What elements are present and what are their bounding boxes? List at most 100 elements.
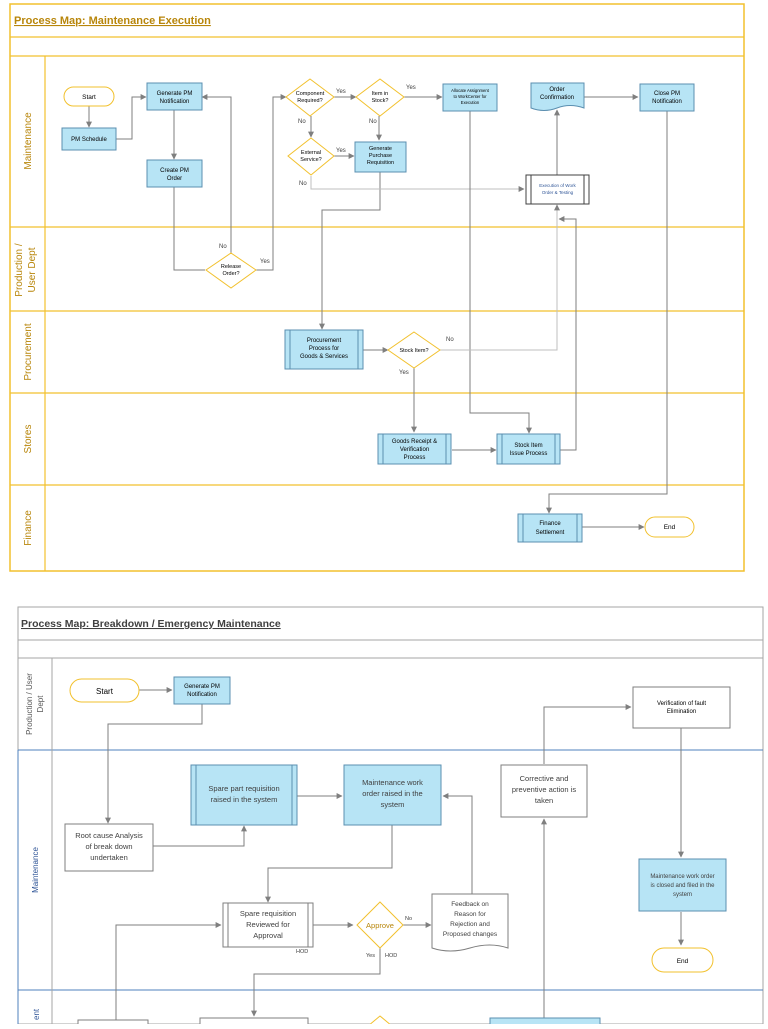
spare-review-l2: Reviewed for xyxy=(246,920,290,929)
item-in-stock-l1: Item in xyxy=(372,91,389,97)
external-service-decision xyxy=(287,137,335,176)
lane-procurement: Procurement xyxy=(23,323,34,380)
feedback-document xyxy=(431,893,509,952)
generate-pm-notification-l2: Notification xyxy=(160,99,190,105)
spare-review-l3: Approval xyxy=(253,931,283,940)
close-pm-notification-l1: Close PM xyxy=(654,91,680,97)
order-confirmation-l2: Confirmation xyxy=(540,95,574,101)
finance-settlement-l1: Finance xyxy=(539,521,561,527)
goods-receipt-l3: Process xyxy=(404,455,426,461)
execution-work-order-box xyxy=(525,174,590,205)
allocate-assignment-l3: Execution xyxy=(461,100,480,105)
label2-no: No xyxy=(405,916,412,922)
verification-fault-l2: Elimination xyxy=(667,709,696,715)
generate-pm-notification-l1: Generate PM xyxy=(157,91,193,97)
work-order-l2: order raised in the xyxy=(362,789,422,798)
label-no-external: No xyxy=(299,181,307,187)
procurement-process-l1: Procurement xyxy=(307,338,342,344)
component-required-l1: Component xyxy=(296,91,325,97)
label-no-stockitem: No xyxy=(446,337,454,343)
lane2-production-2: Dept xyxy=(36,695,45,713)
feedback-l4: Proposed changes xyxy=(443,931,498,938)
end2-label: End xyxy=(677,958,689,965)
verification-fault-l1: Verification of fault xyxy=(657,701,706,707)
close-pm-notification-l2: Notification xyxy=(652,99,682,105)
partial-box-mid xyxy=(199,1017,309,1029)
label-yes-release: Yes xyxy=(260,259,270,265)
label-no-stock: No xyxy=(369,119,377,125)
spare-review-box xyxy=(222,902,314,948)
close-pm-notification-box xyxy=(639,83,695,112)
stock-item-decision xyxy=(387,331,441,369)
generate-pm-notification2-box xyxy=(173,676,231,705)
maintenance-work-order-box xyxy=(343,764,442,826)
label2-hod-approve: HOD xyxy=(385,953,397,959)
create-pm-order-box xyxy=(146,159,203,188)
feedback-l3: Rejection and xyxy=(450,921,490,928)
allocate-assignment-box xyxy=(442,83,498,112)
label-yes-external: Yes xyxy=(336,148,346,154)
corrective-action-box xyxy=(500,764,588,818)
generate-pm2-l1: Generate PM xyxy=(184,684,220,690)
release-order-l1: Release xyxy=(221,264,241,270)
corrective-l2: preventive action is xyxy=(512,785,576,794)
lane2-maintenance: Maintenance xyxy=(31,847,40,893)
execution-work-order-l2: Order & Testing xyxy=(542,190,574,195)
start-terminator xyxy=(63,86,115,107)
procurement-process-box xyxy=(284,329,364,370)
goods-receipt-l1: Goods Receipt & xyxy=(392,439,437,445)
release-order-decision xyxy=(205,252,257,289)
lane-production-2: User Dept xyxy=(27,247,38,292)
stock-item-issue-box xyxy=(496,433,561,465)
end-label: End xyxy=(664,524,676,531)
stock-item-issue-l1: Stock Item xyxy=(514,443,542,449)
order-confirmation-document xyxy=(530,82,585,111)
stock-item-q-label: Stock Item? xyxy=(399,348,428,354)
work-order-l1: Maintenance work xyxy=(362,778,423,787)
start-label: Start xyxy=(82,94,96,101)
allocate-assignment-l1: Allocate Assignment xyxy=(451,88,490,93)
label-yes-stockitem: Yes xyxy=(399,370,409,376)
label2-hod-review: HOD xyxy=(296,949,308,955)
pm-schedule-box xyxy=(61,127,117,151)
root-cause-l1: Root cause Analysis xyxy=(75,831,143,840)
spare-part-l2: raised in the system xyxy=(211,795,278,804)
generate-pm-notification-box xyxy=(146,82,203,111)
label2-yes: Yes xyxy=(366,953,375,959)
purchase-requisition-l3: Requisition xyxy=(367,160,394,166)
label-yes-stock: Yes xyxy=(406,85,416,91)
item-in-stock-l2: Stock? xyxy=(372,98,389,104)
partial-diamond xyxy=(366,1015,394,1027)
lane-maintenance: Maintenance xyxy=(23,112,34,170)
breakdown-maintenance-map: Process Map: Breakdown / Emergency Maint… xyxy=(17,606,764,1029)
end2-terminator xyxy=(651,947,714,973)
purchase-requisition-l1: Generate xyxy=(369,146,392,152)
feedback-l2: Reason for xyxy=(454,911,487,918)
work-order-closed-l3: system xyxy=(673,892,692,898)
verification-fault-box xyxy=(632,686,731,729)
create-pm-order-l1: Create PM xyxy=(160,168,189,174)
lane2-partial: ent xyxy=(32,1008,41,1020)
create-pm-order-l2: Order xyxy=(167,176,182,182)
corrective-l3: taken xyxy=(535,796,553,805)
work-order-closed-l1: Maintenance work order xyxy=(650,874,714,880)
purchase-requisition-l2: Purchase xyxy=(369,153,392,159)
end-terminator xyxy=(644,516,695,538)
goods-receipt-box xyxy=(377,433,452,465)
order-confirmation-l1: Order xyxy=(549,87,564,93)
start2-terminator xyxy=(69,678,140,703)
component-required-decision xyxy=(285,78,335,117)
label-yes-component: Yes xyxy=(336,89,346,95)
spare-part-l1: Spare part requisition xyxy=(208,784,279,793)
label-no-release: No xyxy=(219,244,227,250)
feedback-l1: Feedback on xyxy=(451,901,489,908)
procurement-process-l2: Process for xyxy=(309,346,339,352)
external-service-l1: External xyxy=(301,150,321,156)
corrective-l1: Corrective and xyxy=(520,774,569,783)
external-service-l2: Service? xyxy=(300,157,321,163)
start2-label: Start xyxy=(96,687,114,696)
lane2-production-1: Production / User xyxy=(25,673,34,735)
pm-schedule-label: PM Schedule xyxy=(71,137,107,143)
procurement-process-l3: Goods & Services xyxy=(300,354,348,360)
